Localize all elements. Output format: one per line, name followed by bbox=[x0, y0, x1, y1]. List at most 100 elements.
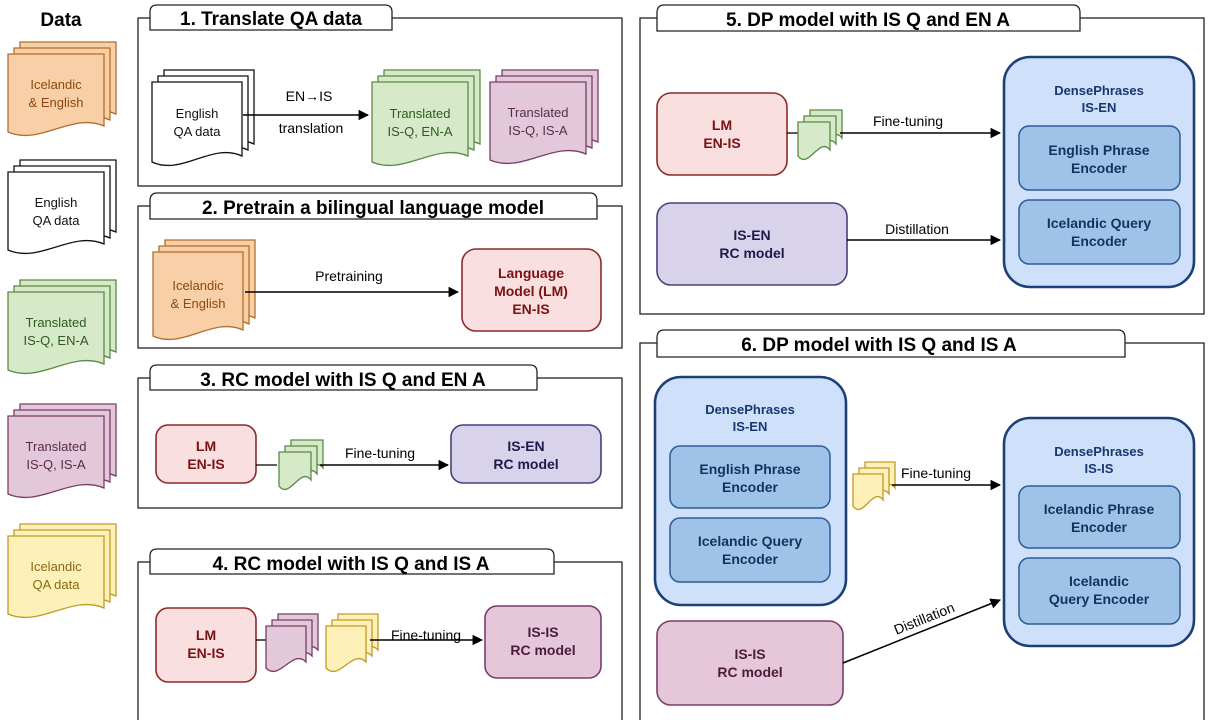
panel-pretrain-bilingual-lm: 2. Pretrain a bilingual language model I… bbox=[137, 192, 623, 349]
text-line: DensePhrases bbox=[705, 402, 795, 417]
text-line: & English bbox=[171, 296, 226, 311]
text-line: QA data bbox=[33, 213, 81, 228]
english-qa-doc: English QA data bbox=[151, 69, 255, 167]
is-is-rc-model-box bbox=[484, 605, 602, 679]
document-sheet bbox=[852, 473, 884, 510]
sidebar-doc: Icelandic& English bbox=[7, 41, 117, 137]
text-line: LM bbox=[196, 627, 216, 643]
text-line: Icelandic bbox=[30, 77, 82, 92]
text-line: Language bbox=[498, 265, 564, 281]
text-line: Translated bbox=[390, 106, 451, 121]
language-model-box bbox=[461, 248, 602, 332]
translation-arrow-bottom-label: translation bbox=[279, 120, 344, 136]
icelandic-query-encoder-box bbox=[669, 517, 831, 583]
text-line: IS-Q, IS-A bbox=[508, 123, 568, 138]
fine-tuning-arrow-label: Fine-tuning bbox=[391, 627, 461, 643]
is-en-rc-model-label: IS-EN RC model bbox=[719, 227, 784, 261]
text-line: English Phrase bbox=[699, 461, 800, 477]
lm-en-is-box bbox=[155, 607, 257, 683]
icelandic-qa-mini-doc bbox=[852, 461, 896, 510]
text-line: Translated bbox=[26, 439, 87, 454]
text-line: Icelandic Query bbox=[1047, 215, 1151, 231]
text-line: Translated bbox=[508, 105, 569, 120]
text-line: Icelandic bbox=[30, 559, 82, 574]
text-line: RC model bbox=[493, 456, 558, 472]
text-line: EN-IS bbox=[512, 301, 549, 317]
panel-title: 1. Translate QA data bbox=[180, 9, 362, 30]
text-line: RC model bbox=[510, 642, 575, 658]
lm-en-is-label: LM EN-IS bbox=[187, 438, 224, 472]
document-sheet bbox=[265, 625, 307, 672]
document-label: Icelandic QA data bbox=[30, 559, 82, 592]
text-line: QA data bbox=[174, 124, 222, 139]
panel-title-tab bbox=[149, 548, 555, 575]
english-phrase-encoder-box bbox=[669, 445, 831, 509]
english-phrase-encoder-box bbox=[1018, 125, 1181, 191]
text-line: QA data bbox=[33, 577, 81, 592]
text-line: IS-EN bbox=[507, 438, 544, 454]
text-line: IS-EN bbox=[1082, 100, 1117, 115]
document-sheet bbox=[152, 251, 244, 341]
document-sheet bbox=[7, 53, 105, 137]
panel-title: 2. Pretrain a bilingual language model bbox=[202, 198, 544, 219]
document-sheet bbox=[489, 81, 587, 165]
translated-is-q-en-a-mini-doc bbox=[797, 109, 843, 160]
text-line: English bbox=[176, 106, 219, 121]
text-line: IS-IS bbox=[734, 646, 765, 662]
fine-tuning-arrow-label: Fine-tuning bbox=[345, 445, 415, 461]
text-line: Encoder bbox=[1071, 233, 1128, 249]
fine-tuning-arrow-label: Fine-tuning bbox=[873, 113, 943, 129]
text-line: Icelandic bbox=[1069, 573, 1129, 589]
panel-title: 4. RC model with IS Q and IS A bbox=[213, 554, 490, 575]
text-line: Encoder bbox=[1071, 519, 1128, 535]
text-line: Encoder bbox=[722, 551, 779, 567]
panel-translate-qa-data: 1. Translate QA data English QA data EN→I… bbox=[137, 4, 623, 187]
panel-title: 6. DP model with IS Q and IS A bbox=[741, 335, 1017, 356]
text-line: LM bbox=[196, 438, 216, 454]
document-label: English QA data bbox=[174, 106, 222, 139]
panel-title-tab bbox=[656, 329, 1126, 358]
text-line: Encoder bbox=[722, 479, 779, 495]
document-sheet bbox=[797, 121, 831, 160]
text-line: RC model bbox=[719, 245, 784, 261]
is-is-rc-model-box bbox=[656, 620, 844, 706]
text-line: IS-Q, EN-A bbox=[23, 333, 88, 348]
panel-title-tab bbox=[149, 4, 393, 31]
document-sheet bbox=[7, 415, 105, 499]
icelandic-phrase-encoder-box bbox=[1018, 485, 1181, 549]
text-line: Translated bbox=[26, 315, 87, 330]
text-line: Icelandic Phrase bbox=[1044, 501, 1155, 517]
distillation-arrow-label: Distillation bbox=[885, 221, 949, 237]
panel-dp-model-is-q-is-a: 6. DP model with IS Q and IS A DensePhra… bbox=[639, 329, 1205, 720]
text-line: EN-IS bbox=[187, 456, 224, 472]
text-line: Encoder bbox=[1071, 160, 1128, 176]
lm-en-is-box bbox=[656, 92, 788, 176]
document-sheet bbox=[278, 451, 312, 490]
text-line: English Phrase bbox=[1048, 142, 1149, 158]
text-line: EN-IS bbox=[187, 645, 224, 661]
icelandic-query-encoder-box bbox=[1018, 199, 1181, 265]
text-line: IS-Q, EN-A bbox=[387, 124, 452, 139]
distillation-arrow-label: Distillation bbox=[892, 599, 957, 638]
translation-arrow-top-label: EN→IS bbox=[286, 88, 333, 104]
panel-title: 3. RC model with IS Q and EN A bbox=[200, 370, 486, 391]
text-line: IS-EN bbox=[733, 227, 770, 243]
pretraining-arrow-label: Pretraining bbox=[315, 268, 383, 284]
text-line: RC model bbox=[717, 664, 782, 680]
